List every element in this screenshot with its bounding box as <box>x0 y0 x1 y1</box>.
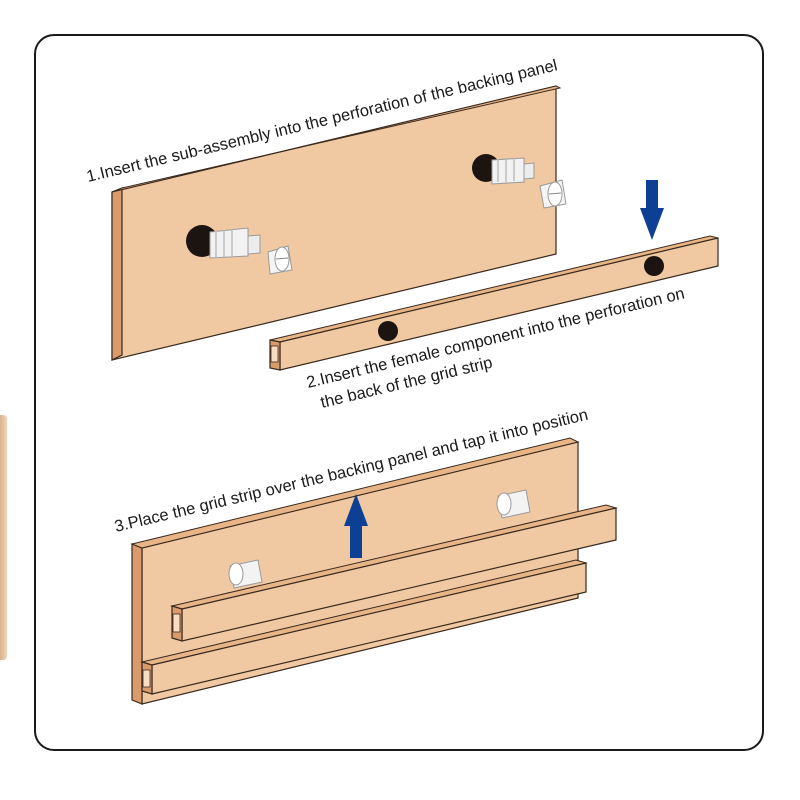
sub-assembly-left <box>186 225 261 259</box>
sub-assembly-right <box>472 154 535 185</box>
edge-photo-strip <box>0 415 7 660</box>
female-clip-left <box>267 245 293 275</box>
grid-strip-step2 <box>269 235 719 371</box>
arrow-down-icon <box>640 180 664 240</box>
male-fastener-right <box>496 489 531 519</box>
grid-strip-upper-step3 <box>170 504 618 642</box>
grid-strip-lower-step3 <box>140 559 588 695</box>
arrow-up-icon <box>344 494 368 558</box>
backing-panel-step1 <box>111 85 562 361</box>
male-fastener-left <box>228 559 263 589</box>
female-clip-right <box>539 179 567 209</box>
